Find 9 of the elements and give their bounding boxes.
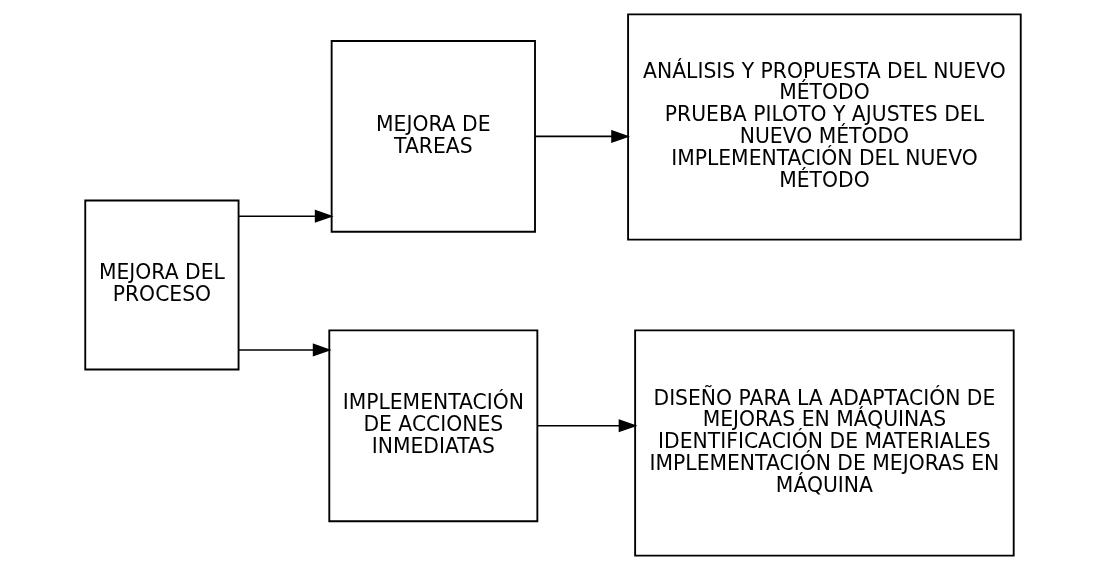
node-box: ANÁLISIS Y PROPUESTA DEL NUEVO MÉTODO PRUEBA PILOTO Y AJUSTES DEL NUEVO MÉTODO IMPLEMENTACIÓN DEL NUEVO MÉTODO: [626, 13, 1022, 241]
node-box: MEJORA DE TAREAS: [330, 40, 536, 233]
arrow: [237, 343, 332, 357]
arrow: [533, 129, 630, 143]
node-box: MEJORA DEL PROCESO: [83, 199, 239, 371]
node-box: DISEÑO PARA LA ADAPTACIÓN DE MEJORAS EN MÁQUINAS IDENTIFICACIÓN DE MATERIALES IMPLEMENTACIÓN DE MEJORAS EN MÁQUINA: [633, 329, 1015, 557]
node-box: IMPLEMENTACIÓN DE ACCIONES INMEDIATAS: [327, 329, 538, 523]
arrow: [237, 209, 334, 223]
arrow: [536, 419, 637, 433]
